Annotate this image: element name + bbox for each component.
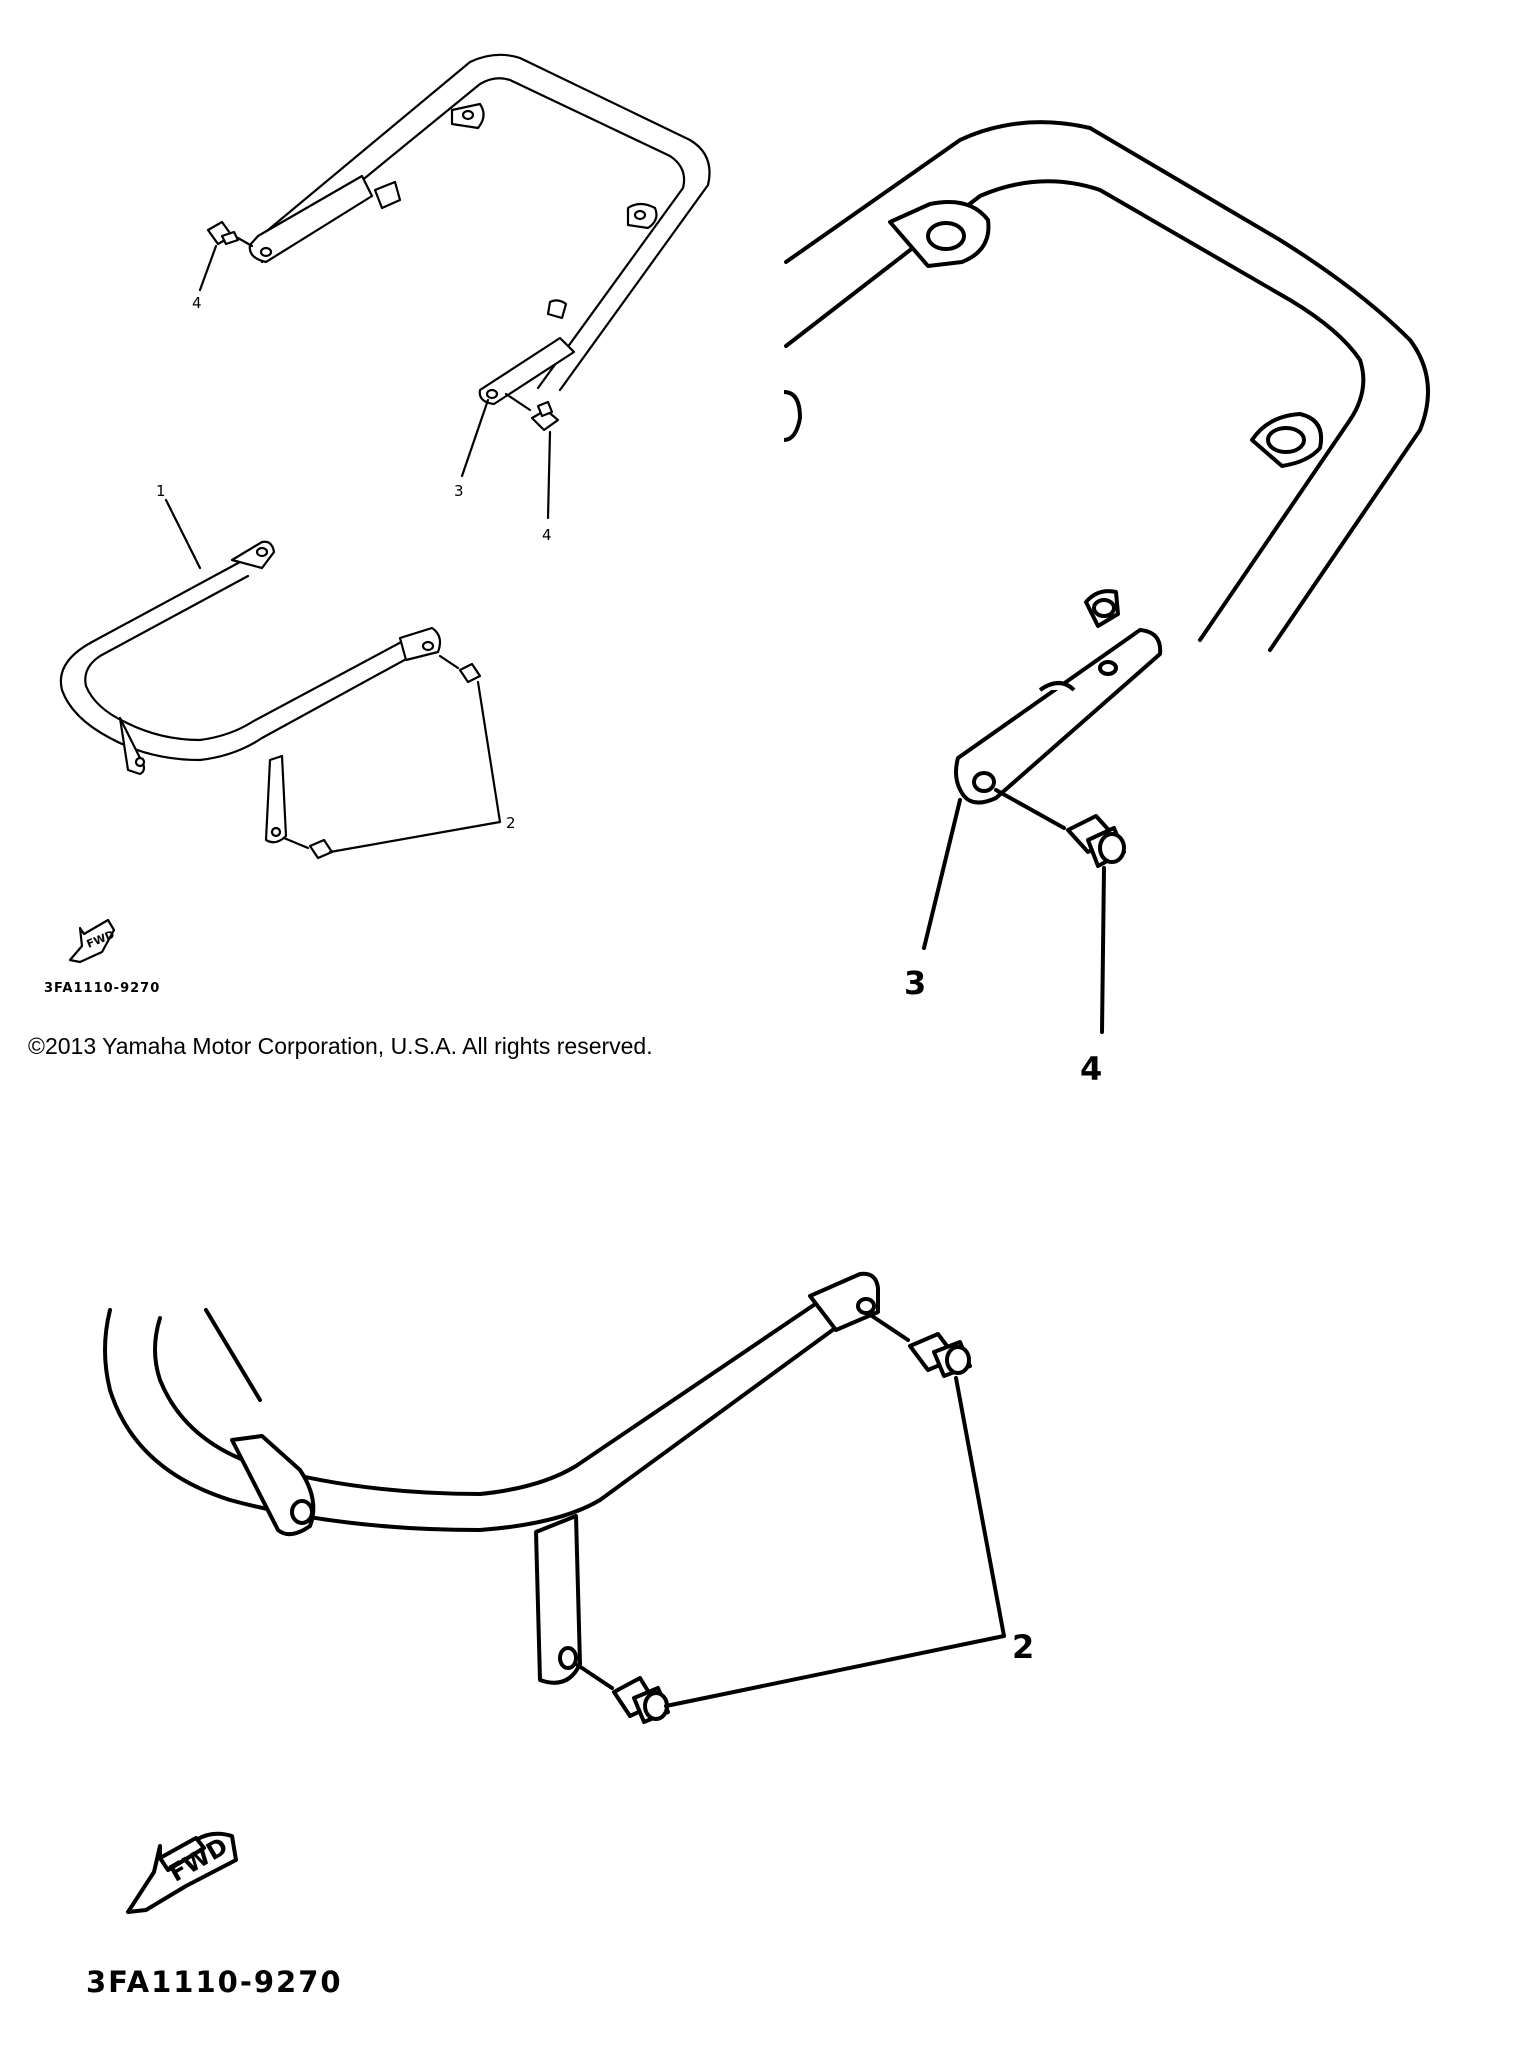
diagram-code-large: 3FA1110-9270: [86, 1965, 343, 1999]
callout-2a: 2: [506, 814, 516, 832]
overview-bolt-4b: [504, 392, 560, 432]
leader-4b: [546, 430, 552, 520]
copyright-text: ©2013 Yamaha Motor Corporation, U.S.A. A…: [28, 1033, 653, 1059]
detail-bolt-axis-2a: [870, 1314, 910, 1342]
detail-callout-4: 4: [1080, 1050, 1102, 1088]
detail-bolt-4: [1066, 814, 1126, 868]
overview-bolt-4a: [206, 220, 254, 248]
detail-bolt-2a: [908, 1332, 972, 1378]
leader-3: [460, 398, 490, 478]
detail-leader-3: [922, 798, 962, 950]
detail-bolt-axis-4: [994, 788, 1066, 830]
callout-3: 3: [454, 482, 464, 500]
diagram-code-small: 3FA1110-9270: [44, 981, 160, 996]
fwd-arrow-icon-large: FWD: [126, 1831, 238, 1914]
fwd-arrow-icon-small: FWD: [68, 918, 116, 964]
overview-bolt-2a: [438, 654, 482, 684]
detail-callout-3: 3: [904, 964, 926, 1002]
overview-rear-carrier: [248, 53, 711, 406]
detail-rear-carrier: 3 4: [783, 120, 1430, 1088]
callout-1: 1: [156, 482, 166, 500]
callout-4b: 4: [542, 526, 552, 544]
leader-4a: [198, 244, 218, 292]
detail-bolt-2b: [612, 1676, 670, 1724]
detail-leader-4: [1100, 866, 1106, 1034]
detail-front-guard: 2: [103, 1271, 1034, 1724]
overview-diagram: 4 3 4 1 2 F: [44, 53, 711, 996]
detail-callout-2: 2: [1012, 1628, 1034, 1666]
overview-bolt-2b: [282, 836, 334, 860]
overview-front-guard: [59, 540, 442, 844]
detail-leader-2: [664, 1376, 1006, 1708]
detail-bolt-axis-2b: [574, 1662, 614, 1690]
leader-1: [164, 498, 202, 570]
leader-2: [328, 680, 502, 854]
callout-4a: 4: [192, 294, 202, 312]
